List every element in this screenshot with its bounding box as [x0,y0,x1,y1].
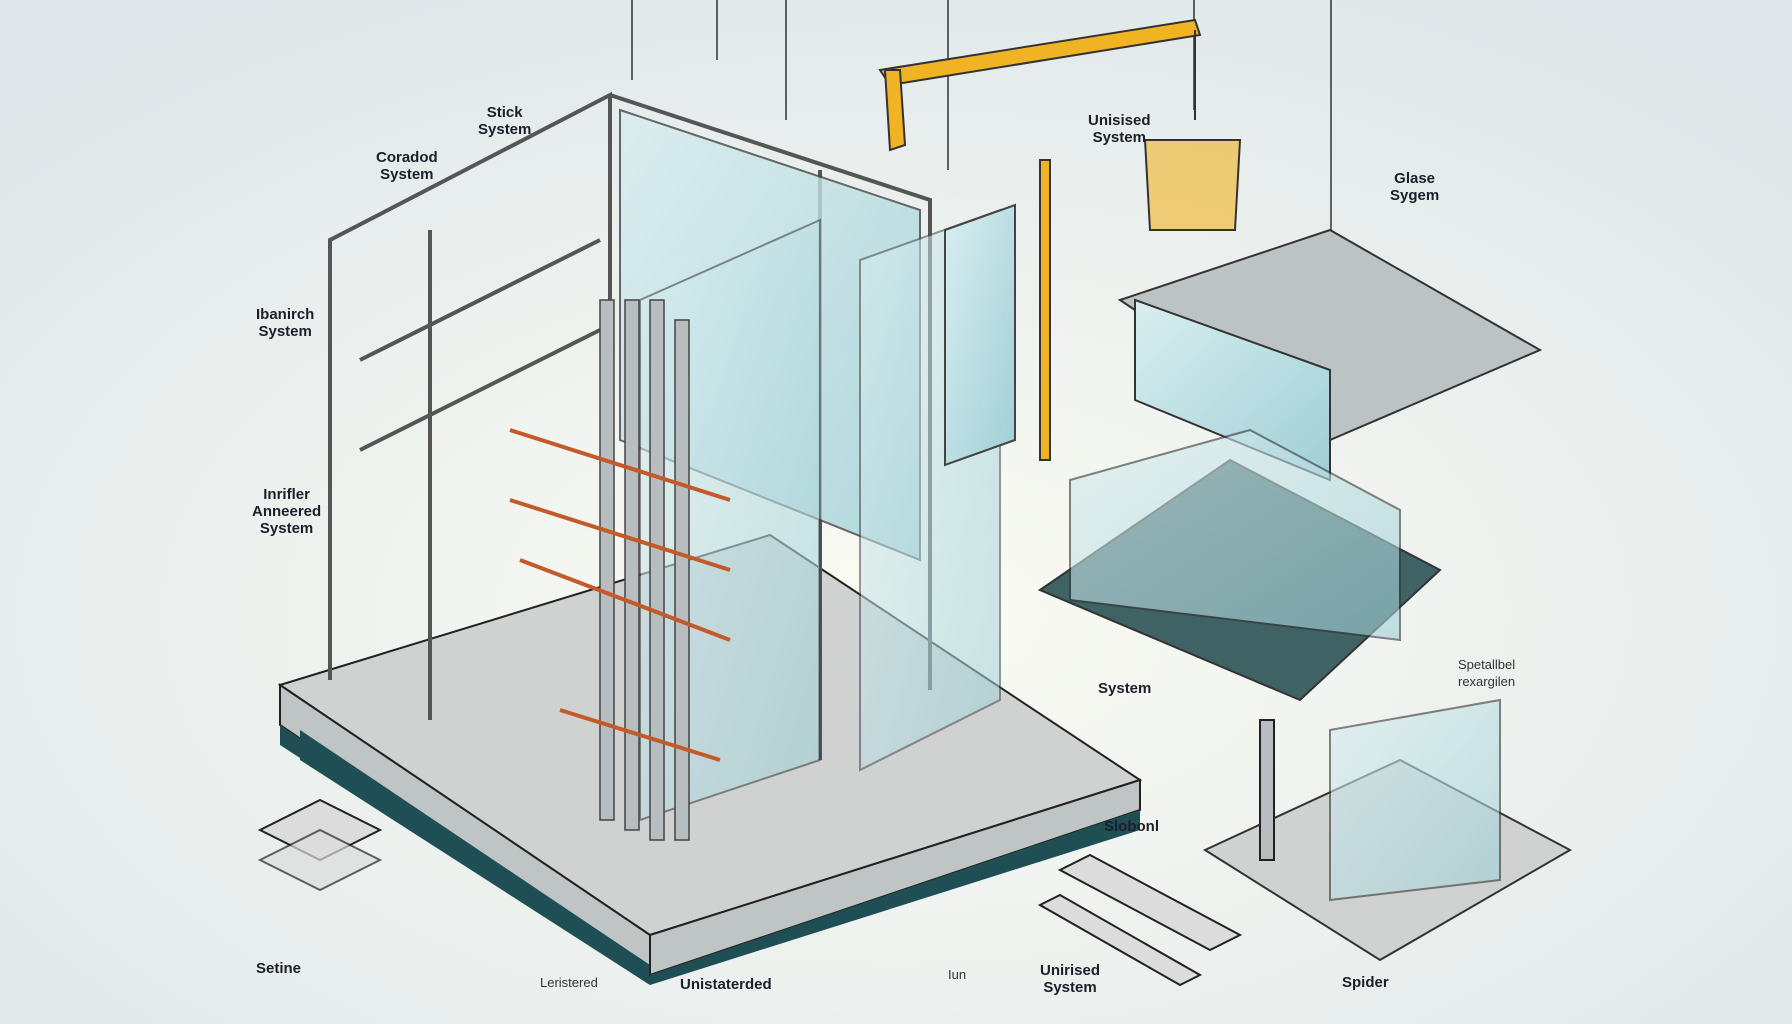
spider-cabin [1202,698,1573,962]
label-line: Ibanirch [256,306,315,323]
label-line: Sygem [1390,187,1440,204]
label-iun: Iun [948,967,967,982]
vertical-fins [599,299,690,841]
label-line: Inrifler [263,486,310,503]
label-line: System [259,520,314,537]
label-setine: Setine [256,960,302,977]
label-line: System [478,121,532,138]
label-line: Coradod [376,149,438,166]
label-line: Glase [1394,170,1436,187]
label-line: System [1092,129,1146,146]
label-leristered: Leristered [540,975,598,990]
label-line: Anneered [252,503,322,520]
label-line: System [380,166,434,183]
crane [878,18,1242,461]
unitised-block [1037,228,1543,702]
label-line: Spetallbel [1458,657,1516,672]
label-line: Unirised [1040,962,1101,979]
orange-rails [509,428,731,762]
material-stacks [257,719,1275,987]
label-specialised: Spetallbel rexargilen [1458,656,1515,690]
label-slobonl: Slobonl [1104,818,1159,835]
label-system: System [1098,680,1152,697]
label-unistaterded: Unistaterded [680,976,772,993]
label-line: System [258,323,312,340]
label-line: Unisised [1088,112,1151,129]
label-spider: Spider [1342,974,1389,991]
label-line: Stick [486,104,523,121]
label-line: rexargilen [1458,674,1516,689]
label-line: System [1043,979,1097,996]
